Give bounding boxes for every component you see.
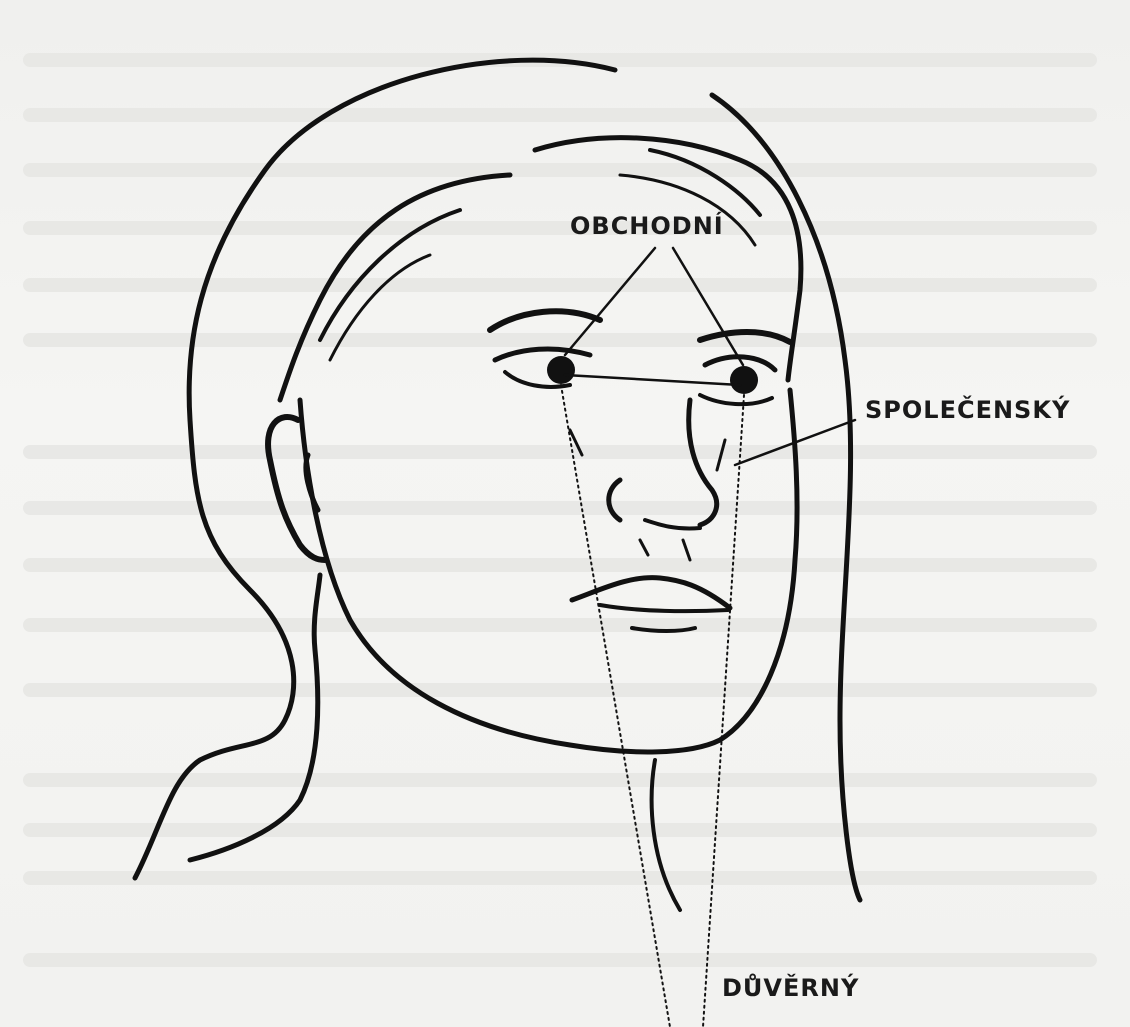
mouth-lower-lip xyxy=(600,605,728,611)
hair-outline-left xyxy=(135,60,615,878)
business-pointer-right xyxy=(673,248,743,365)
eye-left-upper xyxy=(495,349,590,360)
label-social-gaze: SPOLEČENSKÝ xyxy=(865,396,1070,424)
nose-bottom xyxy=(645,520,700,528)
eye-connect-line xyxy=(565,375,740,385)
label-business-gaze: OBCHODNÍ xyxy=(570,212,724,240)
ear-outer xyxy=(268,417,325,560)
brow-left xyxy=(490,311,600,330)
pupil-left xyxy=(547,356,575,384)
eye-right-lower xyxy=(700,395,772,404)
background-text-ghost xyxy=(30,60,1090,960)
pupil-right xyxy=(730,366,758,394)
hair-outline-left-end xyxy=(190,575,320,860)
philtrum-right xyxy=(683,540,690,560)
philtrum-left xyxy=(640,540,648,555)
label-intimate-gaze: DŮVĚRNÝ xyxy=(722,974,859,1002)
